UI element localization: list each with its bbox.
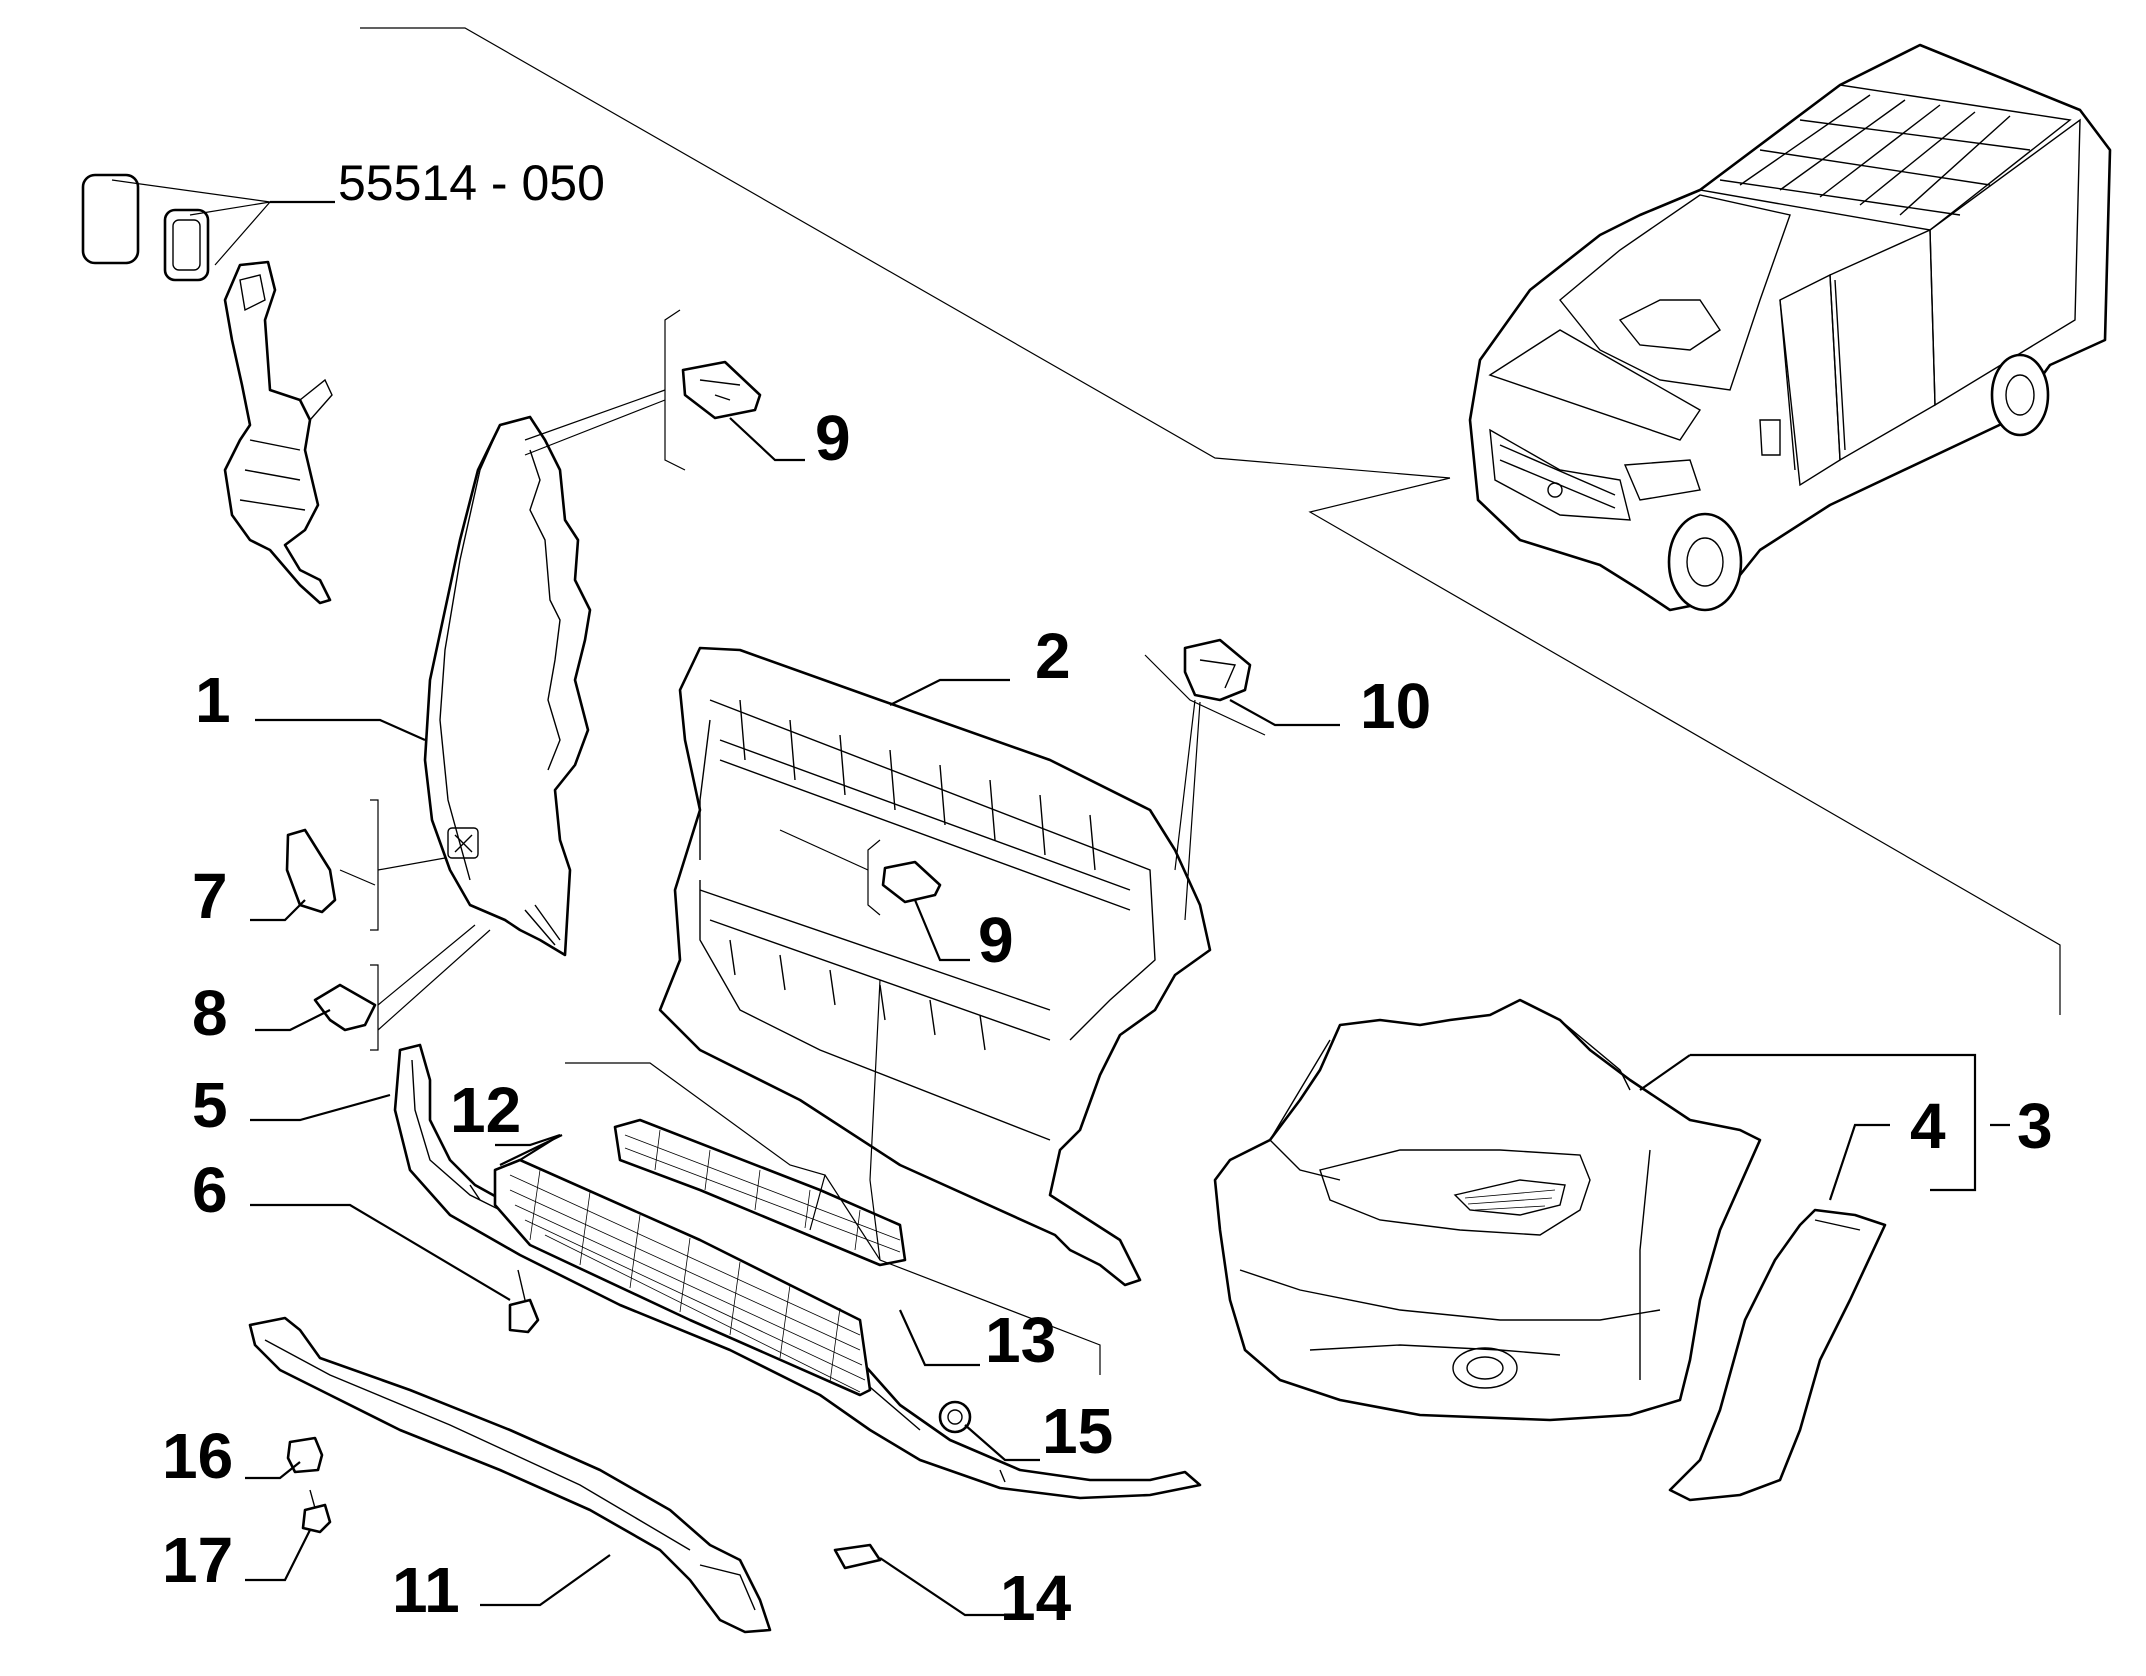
callout-1: 1	[195, 664, 231, 736]
callout-11: 11	[392, 1554, 460, 1626]
callout-7: 7	[192, 860, 228, 932]
screw-6	[508, 1298, 540, 1334]
callout-4: 4	[1910, 1090, 1946, 1162]
clip-9b	[881, 860, 942, 904]
callout-9-top: 9	[815, 402, 851, 474]
callout-17: 17	[162, 1524, 233, 1596]
callout-13: 13	[985, 1304, 1056, 1376]
lens-cover-part	[81, 173, 140, 265]
part-11-lower-valance	[248, 1316, 772, 1634]
callout-15: 15	[1042, 1395, 1113, 1467]
part-13-mesh-grille	[493, 1158, 872, 1397]
guide-lines	[360, 27, 2061, 1015]
callout-8: 8	[192, 977, 228, 1049]
callout-12: 12	[450, 1074, 521, 1146]
washer-nozzle-part	[223, 260, 332, 605]
plug-15	[938, 1400, 972, 1434]
callout-16: 16	[162, 1420, 233, 1492]
reference-code: 55514 - 050	[338, 155, 605, 211]
callout-9-mid: 9	[978, 904, 1014, 976]
callout-3: 3	[2017, 1090, 2053, 1162]
gasket-part	[163, 208, 210, 282]
clip-10	[1183, 638, 1252, 702]
part-12-upper-mesh	[613, 1118, 907, 1267]
small-parts	[285, 360, 1252, 1570]
callout-2: 2	[1035, 620, 1071, 692]
callout-numbers: 1 2 3 4 5 6 7 8 9 9 10 11 12 13 14 15 16…	[162, 402, 2053, 1634]
part-3-right-bumper-end	[1213, 998, 1762, 1422]
part-2-grille-carrier	[658, 646, 1212, 1287]
van-illustration	[1468, 43, 2112, 612]
callout-14: 14	[1000, 1562, 1072, 1634]
callout-5: 5	[192, 1069, 228, 1141]
clip-9a	[681, 360, 762, 420]
callout-6: 6	[192, 1154, 228, 1226]
bracket-8	[313, 983, 377, 1032]
cover-7	[285, 828, 337, 914]
leader-lines	[245, 309, 2010, 1617]
screw-17	[301, 1503, 332, 1534]
part-4-trim-strip	[1668, 1208, 1887, 1502]
washer-assembly-group: 55514 - 050	[81, 155, 605, 605]
callout-10: 10	[1360, 670, 1431, 742]
part-1-left-bumper-end	[423, 415, 592, 957]
clip-14	[833, 1543, 882, 1570]
